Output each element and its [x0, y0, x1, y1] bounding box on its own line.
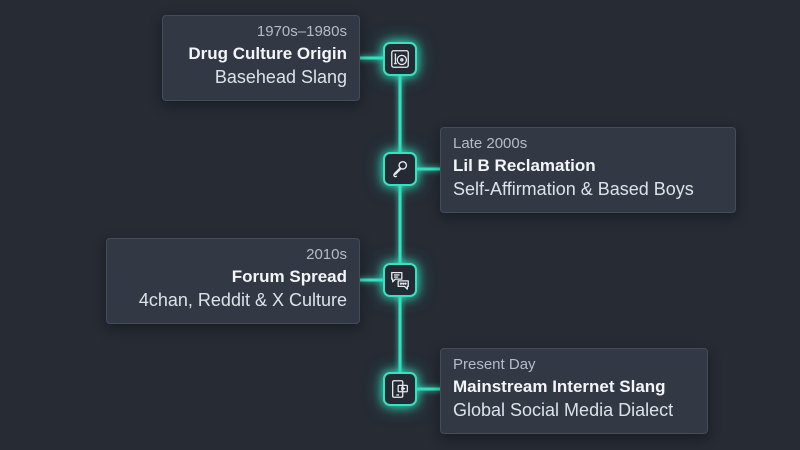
event-date: 1970s–1980s [256, 23, 347, 40]
event-subtitle: Global Social Media Dialect [453, 400, 674, 420]
mobile-video-icon [383, 372, 417, 406]
event-subtitle: Basehead Slang [214, 67, 347, 87]
event-card-3: 2010s Forum Spread 4chan, Reddit & X Cul… [106, 238, 360, 324]
event-title: Drug Culture Origin [188, 44, 347, 63]
event-date: 2010s [306, 246, 347, 263]
microphone-icon [383, 152, 417, 186]
event-date: Late 2000s [453, 135, 528, 152]
chat-bubbles-icon [383, 263, 417, 297]
event-date: Present Day [453, 356, 536, 373]
event-card-4: Present Day Mainstream Internet Slang Gl… [440, 348, 708, 434]
event-title: Mainstream Internet Slang [453, 377, 666, 396]
event-title: Forum Spread [231, 267, 347, 286]
event-subtitle: Self-Affirmation & Based Boys [453, 179, 694, 199]
event-title: Lil B Reclamation [453, 156, 596, 175]
event-card-1: 1970s–1980s Drug Culture Origin Basehead… [162, 15, 360, 101]
event-subtitle: 4chan, Reddit & X Culture [138, 290, 347, 310]
vinyl-record-icon [383, 42, 417, 76]
event-card-2: Late 2000s Lil B Reclamation Self-Affirm… [440, 127, 736, 213]
